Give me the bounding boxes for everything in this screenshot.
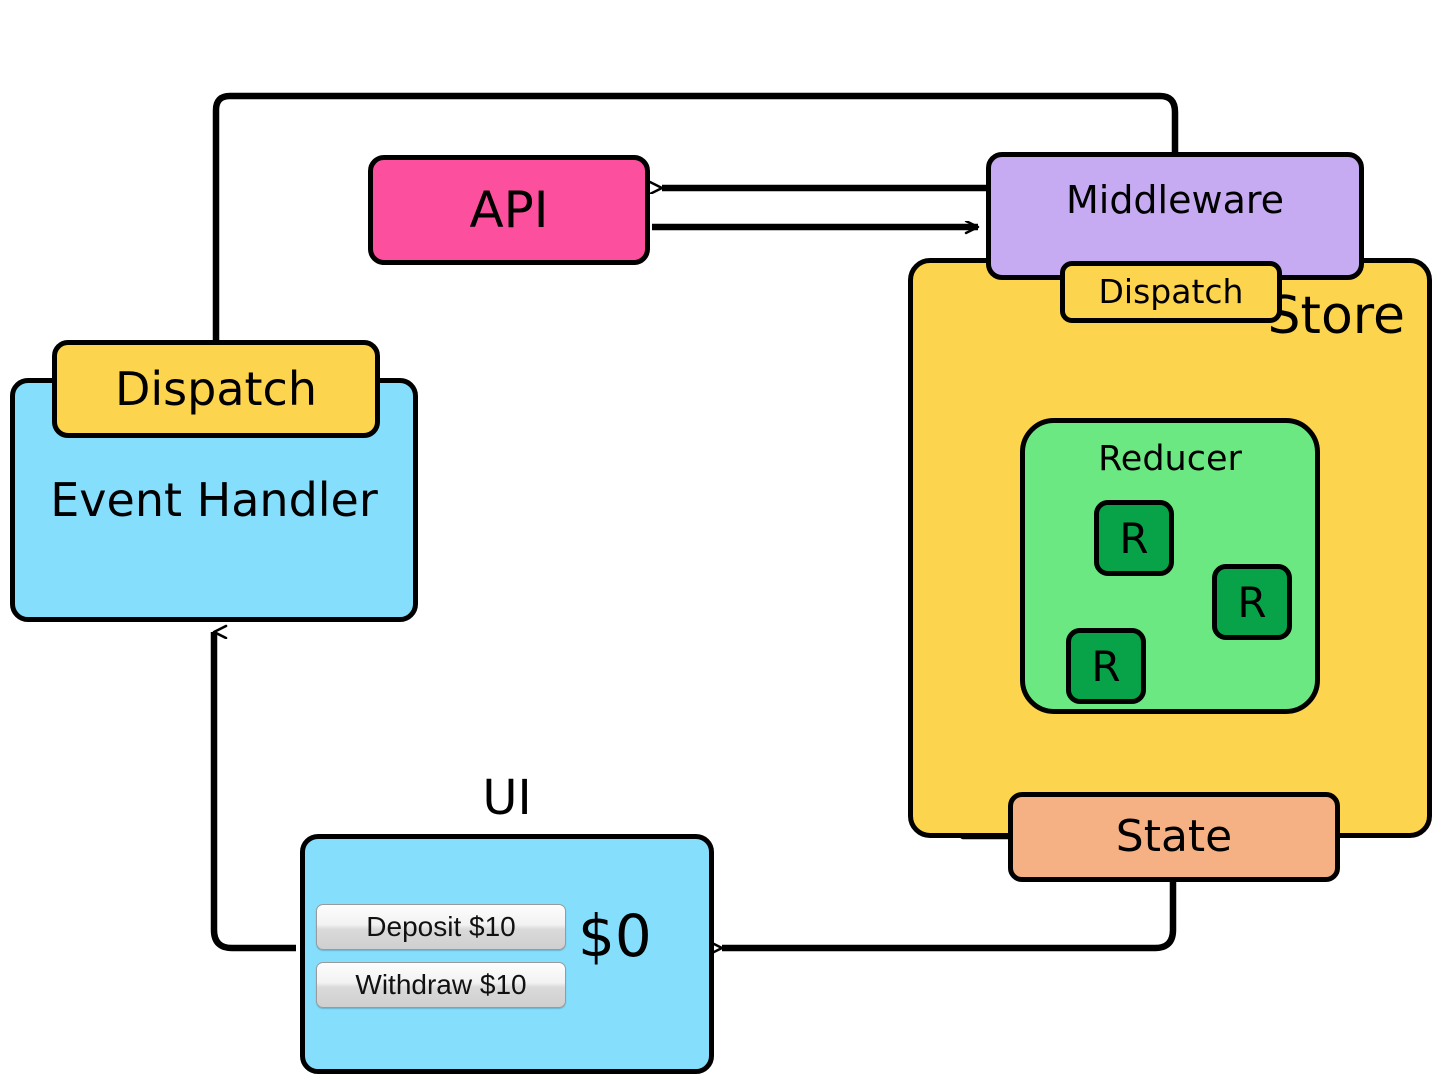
ui-panel <box>300 834 714 1074</box>
ui-label: UI <box>482 770 532 826</box>
deposit-button[interactable]: Deposit $10 <box>316 904 566 950</box>
withdraw-button[interactable]: Withdraw $10 <box>316 962 566 1008</box>
ui-balance-value: $0 <box>578 902 652 970</box>
store-dispatch-node[interactable]: Dispatch <box>1060 261 1282 323</box>
edge-state-to-ui <box>722 882 1177 948</box>
reducer-item-2[interactable]: R <box>1212 564 1292 640</box>
edge-ui-to-event-handler <box>210 632 296 952</box>
state-node[interactable]: State <box>1008 792 1340 882</box>
reducer-item-3[interactable]: R <box>1066 628 1146 704</box>
api-node[interactable]: API <box>368 155 650 265</box>
reducer-label: Reducer <box>1098 439 1242 479</box>
reducer-item-1[interactable]: R <box>1094 500 1174 576</box>
event-handler-dispatch-node[interactable]: Dispatch <box>52 340 380 438</box>
store-label: Store <box>1267 286 1405 346</box>
